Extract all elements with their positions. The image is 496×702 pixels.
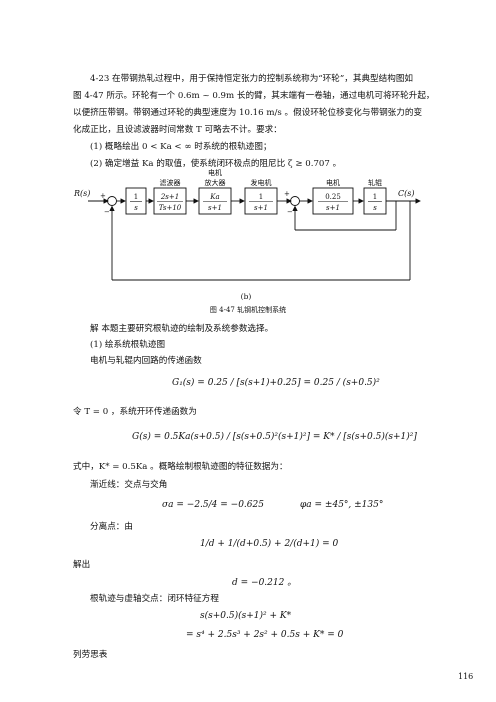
filter-num: 2s+1 xyxy=(160,193,179,201)
motor-label: 电机 xyxy=(326,178,340,187)
generator-label: 发电机 xyxy=(251,178,272,187)
filter-den: Ts+10 xyxy=(159,204,182,212)
figure-caption: 图 4-47 轧钢机控制系统 xyxy=(210,305,286,314)
amplifier-label-1: 电机 xyxy=(208,168,222,177)
equation-open-loop: G(s) = 0.5Ka(s+0.5) / [s(s+0.5)²(s+1)²] … xyxy=(132,432,417,442)
summing-junction-1 xyxy=(107,196,117,206)
requirement-1: (1) 概略绘出 0 < Ka < ∞ 时系统的根轨迹图； xyxy=(90,142,272,152)
t-zero-statement: 令 T = 0 ，系统开环传递函数为 xyxy=(73,407,197,417)
input-label: R(s) xyxy=(73,189,90,198)
diagram-sublabel: (b) xyxy=(241,292,252,301)
sum2-minus: − xyxy=(287,208,293,216)
char-equation-2: = s⁴ + 2.5s³ + 2s² + 0.5s + K* = 0 xyxy=(186,630,344,640)
imag-axis-heading: 根轨迹与虚轴交点：闭环特征方程 xyxy=(90,594,219,604)
motor-num: 0.25 xyxy=(325,193,341,201)
asymptote-heading: 渐近线：交点与交角 xyxy=(90,480,168,490)
integrator-num: 1 xyxy=(134,193,138,201)
asymptote-sigma: σa = −2.5/4 = −0.625 xyxy=(162,500,264,510)
generator-den: s+1 xyxy=(254,204,268,212)
roll-num: 1 xyxy=(373,193,377,201)
filter-label: 滤波器 xyxy=(160,178,181,187)
roll-den: s xyxy=(373,204,377,212)
solve-label: 解出 xyxy=(73,560,91,570)
problem-line-4: 化成正比，且设滤波器时间常数 T 可略去不计。要求： xyxy=(73,125,282,135)
solution-intro: 解 本题主要研究根轨迹的绘制及系统参数选择。 xyxy=(90,324,274,334)
generator-num: 1 xyxy=(259,193,263,201)
sum1-minus: − xyxy=(104,208,110,216)
breakaway-value: d = −0.212 。 xyxy=(232,578,297,588)
requirement-2: (2) 确定增益 Ka 的取值，使系统闭环极点的阻尼比 ζ ≥ 0.707 。 xyxy=(90,159,342,169)
char-equation-1: s(s+0.5)(s+1)² + K* xyxy=(200,611,292,621)
output-label: C(s) xyxy=(398,189,414,198)
amplifier-den: s+1 xyxy=(208,204,222,212)
motor-den: s+1 xyxy=(326,204,340,212)
sum2-plus: + xyxy=(284,190,290,198)
equation-g1: G₁(s) = 0.25 / [s(s+1)+0.25] = 0.25 / (s… xyxy=(172,378,380,388)
integrator-den: s xyxy=(134,204,138,212)
page-number: 116 xyxy=(458,672,474,681)
routh-heading: 列劳思表 xyxy=(73,650,108,660)
inner-tf-intro: 电机与轧辊内回路的传递函数 xyxy=(90,356,202,366)
equation-breakaway: 1/d + 1/(d+0.5) + 2/(d+1) = 0 xyxy=(200,539,339,549)
problem-line-3: 以便挤压带钢。带钢通过环轮的典型速度为 10.16 m/s 。假设环轮位移变化与… xyxy=(73,108,423,118)
problem-line-1: 4-23 在带钢热轧过程中，用于保持恒定张力的控制系统称为“环轮”，其典型结构图… xyxy=(90,74,414,84)
breakaway-heading: 分离点：由 xyxy=(90,522,133,532)
summing-junction-2 xyxy=(290,196,300,206)
amplifier-num: Ka xyxy=(209,193,219,201)
asymptote-phi: φa = ±45°, ±135° xyxy=(300,500,384,510)
sum1-plus: + xyxy=(100,192,106,200)
where-statement: 式中，K* = 0.5Ka 。概略绘制根轨迹图的特征数据为： xyxy=(73,462,288,472)
amplifier-label-2: 放大器 xyxy=(205,178,226,187)
solution-step-1: (1) 绘系统根轨迹图 xyxy=(90,340,166,350)
roll-label: 轧辊 xyxy=(368,178,382,187)
problem-line-2: 图 4-47 所示。环轮有一个 0.6m ~ 0.9m 长的臂，其末端有一卷轴，… xyxy=(73,91,435,101)
